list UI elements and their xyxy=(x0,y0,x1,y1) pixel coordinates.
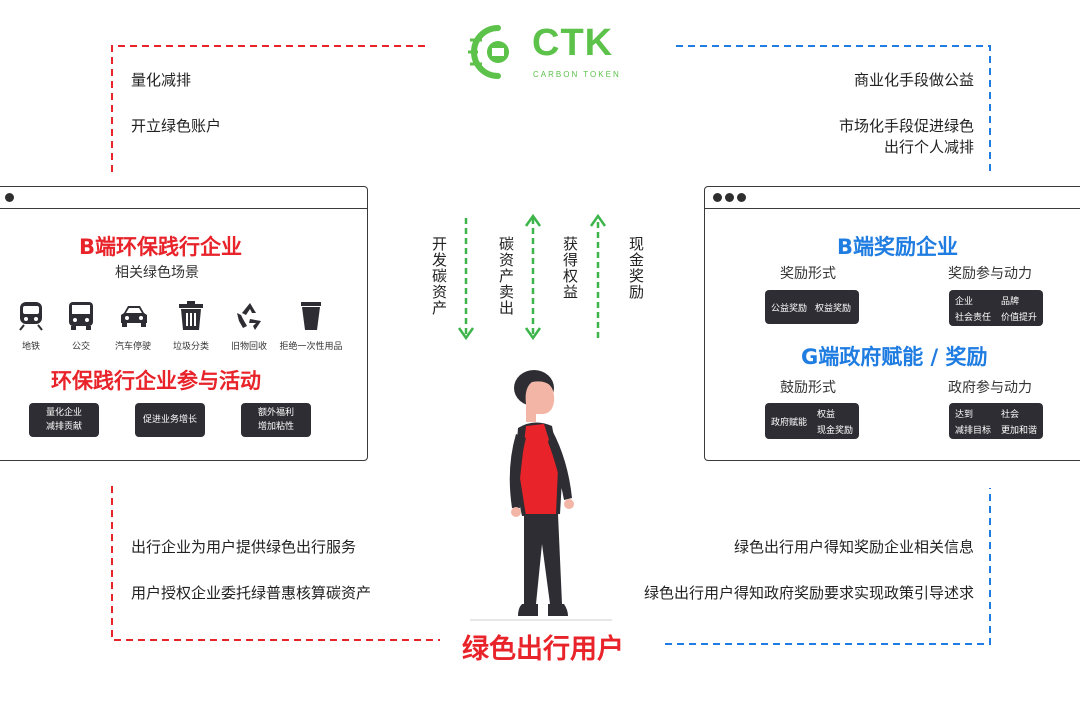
left-bottom-dashed-line xyxy=(111,486,440,641)
activity-box-2: 促进业务增长 xyxy=(135,403,205,437)
box-text: 企业 xyxy=(955,297,974,307)
arrow-up-4 xyxy=(589,213,607,338)
activity-text: 增加粘性 xyxy=(257,422,294,432)
box-text: 现金奖励 xyxy=(817,426,854,436)
left-window-subtitle: 相关绿色场景 xyxy=(115,265,199,281)
reward-motive-label: 奖励参与动力 xyxy=(948,266,1032,282)
arrow-down-2 xyxy=(524,218,542,341)
encourage-form-label: 鼓励形式 xyxy=(780,380,836,396)
green-travel-user-title: 绿色出行用户 xyxy=(462,634,624,665)
logo-subtitle: CARBON TOKEN xyxy=(533,70,621,79)
box-text: 社会责任 xyxy=(955,313,992,323)
arrow-label-rights: 获得权益 xyxy=(561,236,579,300)
reward-form-label: 奖励形式 xyxy=(780,266,836,282)
trash-icon xyxy=(177,301,205,330)
logo-name: CTK xyxy=(532,22,614,64)
left-window-title: B端环保践行企业 xyxy=(79,235,243,259)
window-dot xyxy=(725,193,734,202)
right-top-dashed-line xyxy=(676,45,991,172)
activity-text: 减排贡献 xyxy=(45,422,82,432)
scene-label: 汽车停驶 xyxy=(114,342,151,352)
arrow-label-sell: 碳资产卖出 xyxy=(497,236,515,316)
activity-box-1: 量化企业 减排贡献 xyxy=(29,403,99,437)
left-bottom-note-1: 出行企业为用户提供绿色出行服务 xyxy=(131,538,357,556)
scene-label: 地铁 xyxy=(21,342,40,352)
right-top-note-1: 商业化手段做公益 xyxy=(853,71,974,89)
arrow-down-1 xyxy=(457,218,475,341)
window-dot xyxy=(5,193,14,202)
box-text: 达到 xyxy=(955,410,974,420)
subway-icon xyxy=(17,301,45,331)
gov-motive-box: 达到 社会 减排目标 更加和谐 xyxy=(949,403,1043,439)
box-text: 更加和谐 xyxy=(1001,426,1038,436)
activity-text: 促进业务增长 xyxy=(142,415,197,425)
right-bottom-note-1: 绿色出行用户得知奖励企业相关信息 xyxy=(733,538,974,556)
reward-motive-box: 企业 品牌 社会责任 价值提升 xyxy=(949,290,1043,326)
box-text: 品牌 xyxy=(1001,297,1020,307)
window-dot xyxy=(713,193,722,202)
scene-label: 公交 xyxy=(71,342,90,352)
box-text: 公益奖励 xyxy=(771,304,808,314)
car-icon xyxy=(119,303,147,331)
scene-label: 拒绝一次性用品 xyxy=(279,342,343,352)
activity-text: 量化企业 xyxy=(45,408,82,418)
b-reward-title: B端奖励企业 xyxy=(837,235,959,259)
activity-title: 环保践行企业参与活动 xyxy=(51,369,261,393)
arrow-label-cash: 现金奖励 xyxy=(627,236,645,300)
activity-box-3: 额外福利 增加粘性 xyxy=(241,403,311,437)
left-bottom-note-2: 用户授权企业委托绿普惠核算碳资产 xyxy=(131,584,372,602)
right-bottom-dashed-line xyxy=(665,488,991,645)
left-top-dashed-line xyxy=(111,45,425,172)
right-top-note-3: 出行个人减排 xyxy=(883,138,974,156)
person-illustration xyxy=(509,370,574,616)
arrow-label-develop: 开发碳资产 xyxy=(430,236,448,316)
box-text: 减排目标 xyxy=(955,426,992,436)
right-top-note-2: 市场化手段促进绿色 xyxy=(838,117,974,135)
box-text: 权益奖励 xyxy=(815,304,852,314)
box-text: 权益 xyxy=(817,410,836,420)
window-titlebar xyxy=(0,187,367,209)
scene-label: 旧物回收 xyxy=(230,342,267,352)
bus-icon xyxy=(67,301,95,330)
g-government-title: G端政府赋能 / 奖励 xyxy=(801,345,988,369)
left-top-note-1: 量化减排 xyxy=(131,71,192,89)
reward-form-box: 公益奖励 权益奖励 xyxy=(765,290,859,324)
recycle-icon xyxy=(235,301,263,330)
ctk-logo-icon xyxy=(468,22,524,82)
encourage-form-box: 政府赋能 权益 现金奖励 xyxy=(765,403,859,439)
left-top-note-2: 开立绿色账户 xyxy=(131,117,222,135)
window-titlebar xyxy=(705,187,1080,209)
right-reward-window: B端奖励企业 奖励形式 奖励参与动力 公益奖励 权益奖励 企业 品牌 社会责任 … xyxy=(704,186,1080,461)
arrow-up-2b xyxy=(524,213,542,227)
box-text: 政府赋能 xyxy=(771,418,808,428)
box-text: 社会 xyxy=(1001,410,1020,420)
scene-label: 垃圾分类 xyxy=(172,342,209,352)
box-text: 价值提升 xyxy=(1001,313,1038,323)
cup-icon xyxy=(297,301,325,330)
gov-motive-label: 政府参与动力 xyxy=(948,380,1032,396)
left-enterprise-window: B端环保践行企业 相关绿色场景 地铁 公交 汽车停驶 垃圾分类 旧物回收 拒绝一… xyxy=(0,186,368,461)
window-dot xyxy=(737,193,746,202)
right-bottom-note-2: 绿色出行用户得知政府奖励要求实现政策引导述求 xyxy=(643,584,974,602)
activity-text: 额外福利 xyxy=(257,408,294,418)
